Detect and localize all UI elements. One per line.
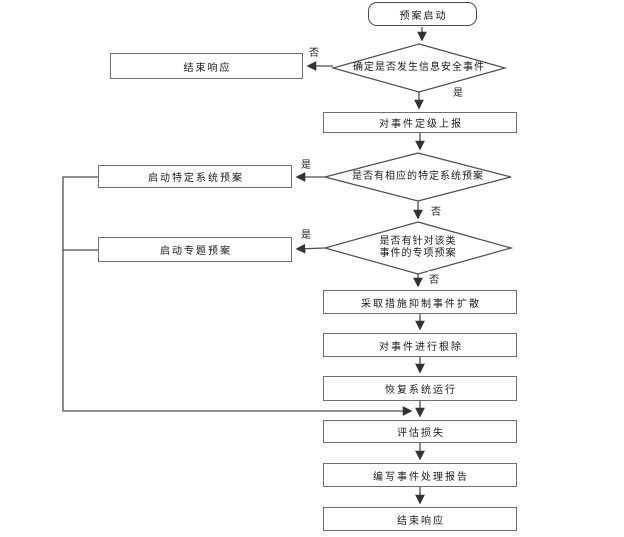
grade-report-node: 对事件定级上报 <box>323 112 517 133</box>
bypass-line <box>62 176 413 416</box>
edge-label-yes-3: 是 <box>300 226 312 241</box>
launch-specific-plan-node: 启动特定系统预案 <box>98 165 292 188</box>
restore-system-node: 恢复系统运行 <box>323 376 517 401</box>
decision-special-plan-label-line1: 是否有针对该类 <box>379 236 457 247</box>
decision-special-plan-label: 是否有针对该类 事件的专项预案 <box>325 235 511 261</box>
write-report-node: 编写事件处理报告 <box>323 463 517 487</box>
assess-loss-node: 评估损失 <box>323 420 517 443</box>
edge-label-no-3: 否 <box>428 271 440 286</box>
edge-label-no-2: 否 <box>430 203 442 218</box>
launch-special-plan-node: 启动专题预案 <box>98 237 292 262</box>
edge-label-no-1: 否 <box>308 44 320 59</box>
eradicate-event-node: 对事件进行根除 <box>323 333 517 357</box>
end-response-bottom-node: 结束响应 <box>323 507 517 531</box>
edge-label-yes-1: 是 <box>452 84 464 99</box>
edge-label-yes-2: 是 <box>300 156 312 171</box>
decision-security-event-label: 确定是否发生信息安全事件 <box>353 62 485 73</box>
end-response-top-node: 结束响应 <box>110 53 303 79</box>
start-node: 预案启动 <box>368 2 477 26</box>
decision-specific-plan-label: 是否有相应的特定系统预案 <box>352 171 484 182</box>
decision-special-plan-label-line2: 事件的专项预案 <box>379 248 457 259</box>
connector-lines <box>62 27 427 505</box>
suppress-spread-node: 采取措施抑制事件扩散 <box>323 290 517 314</box>
decision-diamonds <box>322 43 514 275</box>
